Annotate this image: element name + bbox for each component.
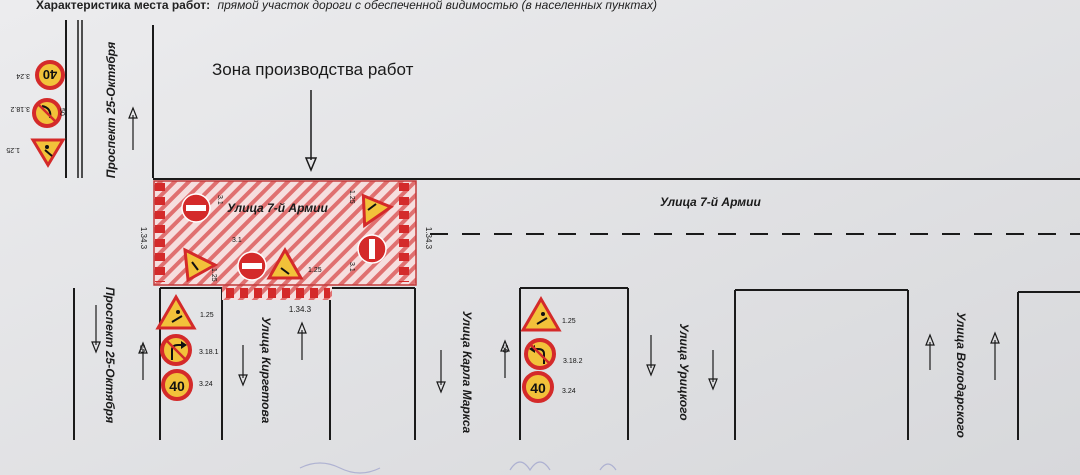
street-prospekt-bottom: Проспект 25-Октября — [103, 287, 117, 423]
roadwork-left-code: 1.25 — [210, 268, 217, 282]
header-description: прямой участок дороги с обеспеченной вид… — [218, 0, 657, 12]
turn-code: 3.18.1 — [199, 349, 219, 356]
work-zone-bottom-strip — [222, 284, 332, 300]
speed-limit-sign-icon: 40 — [522, 371, 554, 403]
roadwork-code: 1.25 — [6, 146, 20, 153]
turn-code: 3.18.2 — [10, 105, 30, 112]
speed-value: 40 — [530, 380, 546, 396]
street-karla-marksa: Улица Карла Маркса — [460, 311, 474, 434]
speed-value: 40 — [169, 378, 185, 394]
signs-bottom-left: 1.25 3.18.1 50 40 3.24 — [138, 294, 219, 401]
zone-pointer-arrow — [304, 90, 318, 172]
no-entry-sign-icon — [357, 234, 387, 264]
header-line: Характеристика места работ: прямой участ… — [36, 0, 657, 12]
turn-left-sign-icon — [524, 338, 556, 370]
work-zone-border — [153, 180, 417, 286]
roadwork-top-code: 1.25 — [348, 190, 355, 204]
speed-value: 40 — [43, 67, 57, 82]
roadwork-code: 1.25 — [200, 312, 214, 319]
street-volodarskogo: Улица Володарского — [954, 312, 968, 438]
turn-code: 3.18.2 — [563, 358, 583, 365]
turn-sign-icon — [32, 98, 62, 128]
speed-code: 3.24 — [16, 72, 30, 79]
distance-top-left: 50 — [58, 108, 65, 116]
marking-bottom-barrier: 1.34.3 — [289, 305, 312, 314]
street-7-armii-zone: Улица 7-й Армии — [227, 201, 328, 215]
no-entry-left-code: 3.1 — [232, 237, 242, 244]
street-prospekt-top: Проспект 25-Октября — [104, 42, 118, 178]
road-edges — [65, 20, 1080, 440]
header-title: Характеристика места работ: — [36, 0, 210, 12]
marking-work-right: 1.34.3 — [424, 227, 433, 250]
signs-top-left: 40 3.24 3.18.2 50 1.25 — [6, 60, 66, 168]
direction-arrows — [91, 106, 1000, 394]
roadwork-bottom-code: 1.25 — [308, 267, 322, 274]
signs-work-zone: 3.1 1.25 3.1 1.25 1.25 3.1 — [181, 190, 394, 283]
no-entry-sign-icon — [237, 251, 267, 281]
no-entry-top-code: 3.1 — [216, 195, 223, 205]
roadwork-sign-icon — [361, 193, 394, 229]
roadwork-sign-icon — [183, 247, 219, 283]
speed-code: 3.24 — [562, 388, 576, 395]
speed-limit-sign-icon: 40 — [35, 60, 65, 90]
roadwork-sign-icon — [266, 246, 304, 280]
turn-right-sign-icon — [160, 334, 192, 366]
handwriting-scribble — [299, 461, 617, 474]
signs-bottom-right: 1.25 3.18.2 50 40 3.24 — [501, 296, 583, 403]
street-uritskogo: Улица Урицкого — [677, 323, 691, 420]
roadwork-sign-icon — [30, 138, 66, 168]
street-7-armii: Улица 7-й Армии — [660, 195, 761, 209]
prospekt-center-lines — [77, 20, 83, 178]
zone-label: Зона производства работ — [212, 60, 414, 79]
no-entry-right-code: 3.1 — [348, 262, 355, 272]
distance-bottom-left: 50 — [138, 345, 145, 353]
distance-bottom-right: 50 — [501, 345, 508, 353]
speed-code: 3.24 — [199, 381, 213, 388]
roadwork-sign-icon — [520, 296, 562, 332]
street-kirgetova: Улица Киргетова — [259, 317, 273, 424]
roadwork-sign-icon — [155, 294, 197, 330]
no-entry-sign-icon — [181, 193, 211, 223]
marking-top-left: 1.34.3 — [139, 227, 148, 250]
speed-limit-sign-icon: 40 — [161, 369, 193, 401]
roadwork-code: 1.25 — [562, 318, 576, 325]
